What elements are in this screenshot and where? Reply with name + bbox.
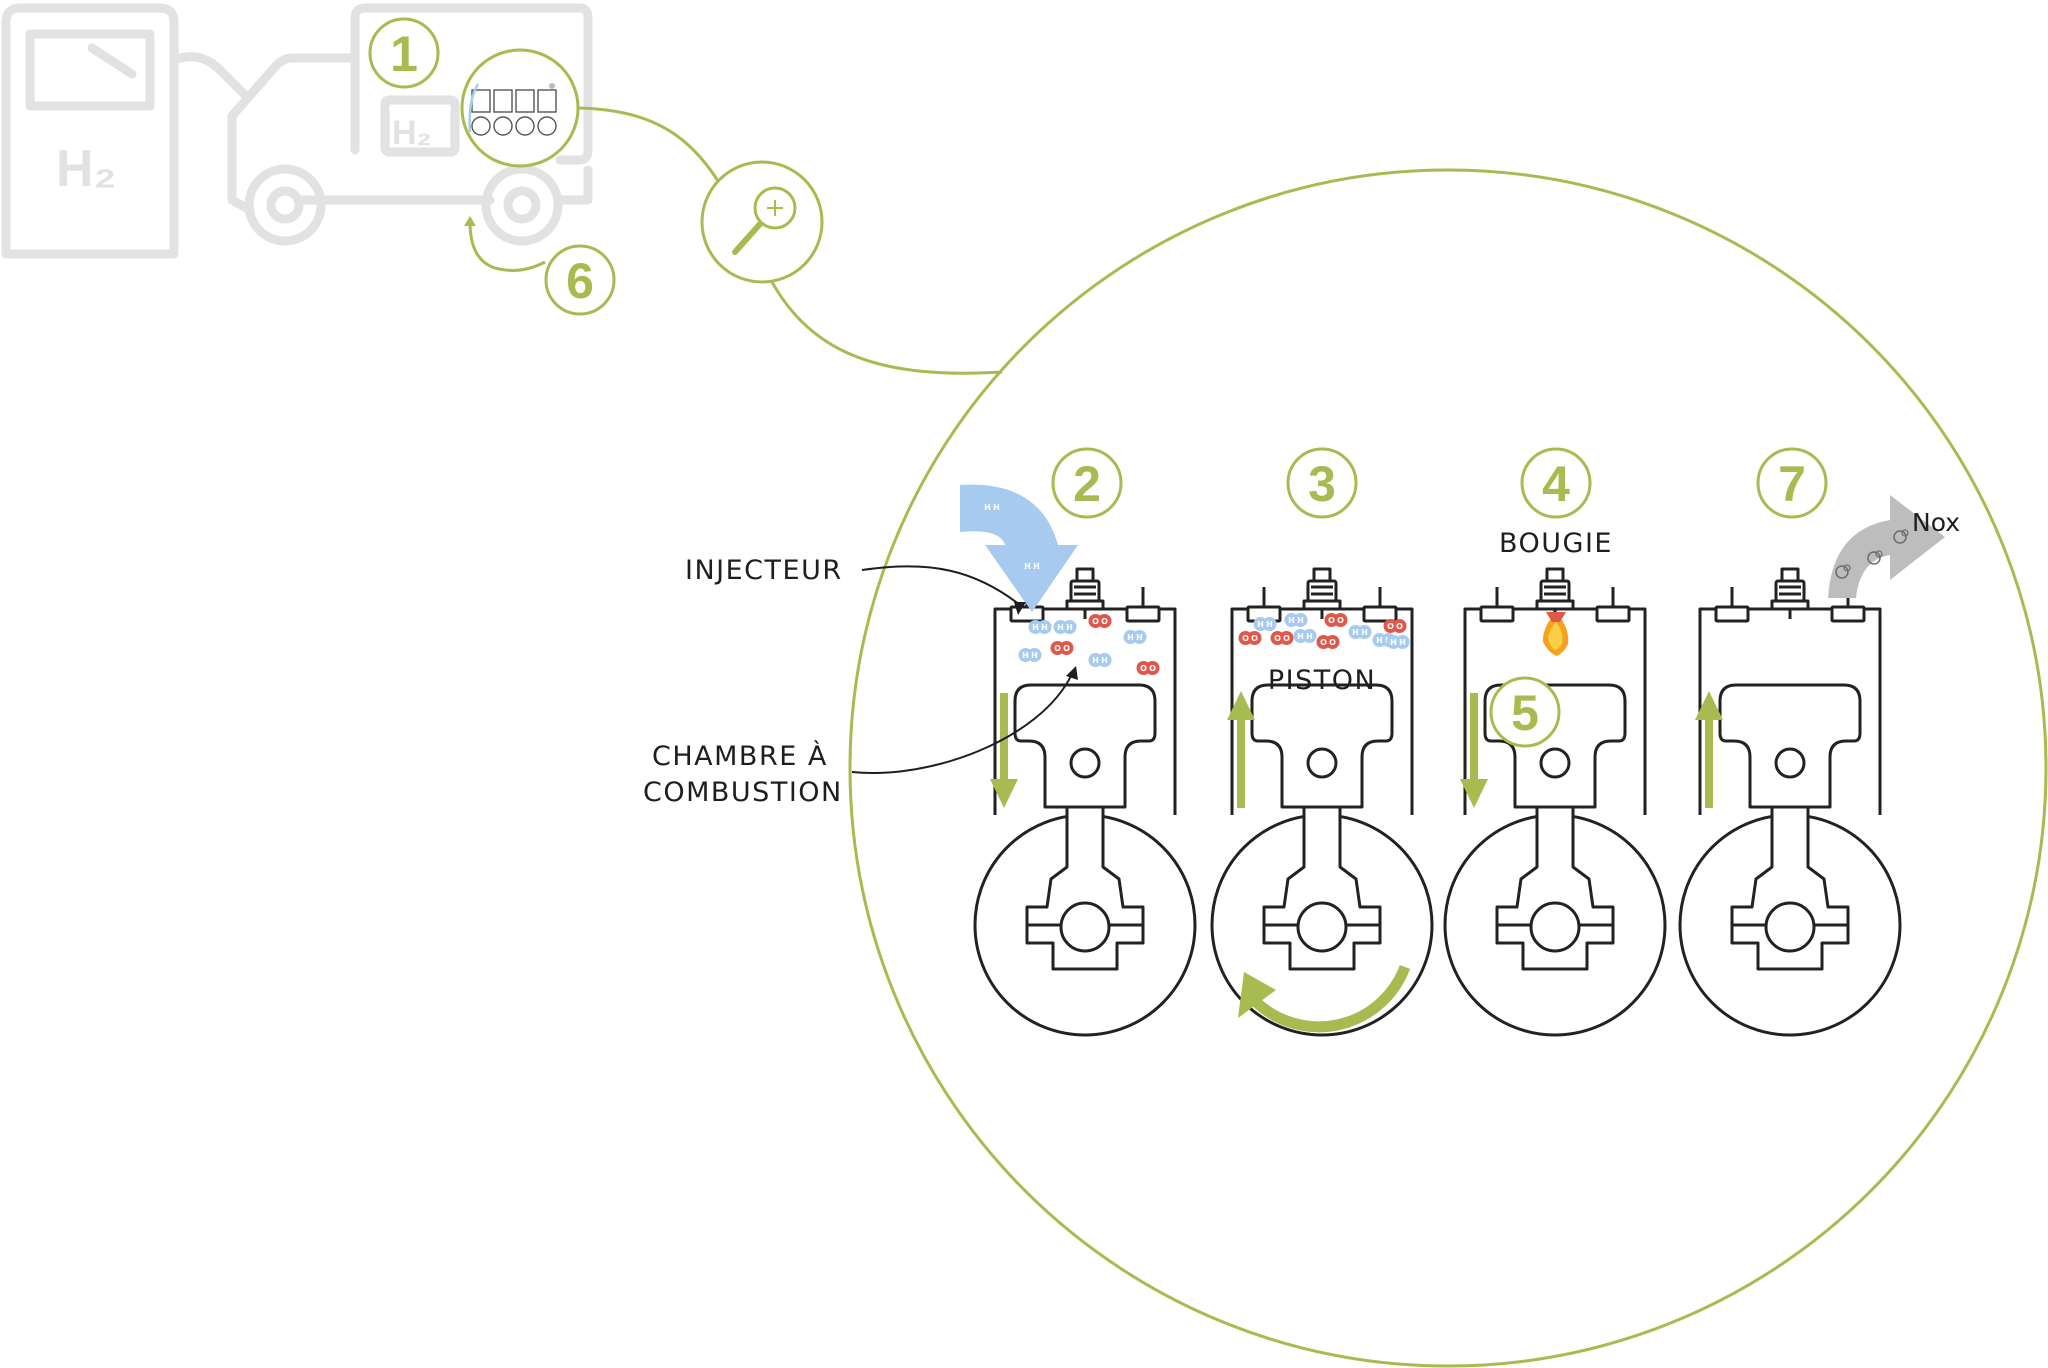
station-icon: H₂ [1,3,250,259]
exhaust-arrow [1828,495,1945,598]
engine-intake [973,567,1197,1037]
step-2-number: 2 [1073,456,1101,512]
exhaust-label: Nox [1912,508,1960,537]
spark-flame [1542,612,1569,656]
step-5-number: 5 [1511,685,1539,741]
step-1-number: 1 [390,26,418,82]
step-3-number: 3 [1308,456,1336,512]
injector-leader [861,565,1021,606]
chamber-leader [851,673,1073,774]
engine-thumbnail [460,48,580,168]
piston-motion-arrows [990,691,1723,808]
piston-label: PISTON [1268,665,1376,696]
intake-molecules [1018,614,1160,675]
truck-icon: H₂ [227,3,593,246]
return-arrow [468,221,546,272]
magnifier-icon [732,186,797,255]
engine-icon [468,83,557,136]
rotation-arrow [1252,965,1411,1033]
step-7-number: 7 [1778,456,1806,512]
truck-h2-label: H₂ [392,114,432,152]
chamber-label-line2: COMBUSTION [643,777,843,808]
step-6-number: 6 [566,253,594,309]
step-markers: 2 3 4 7 [1051,447,1828,519]
detail-zoom-circle [848,168,2048,1368]
spark-plug-label: BOUGIE [1499,528,1613,559]
station-h2-label: H₂ [56,140,117,198]
hydrogen-injection-arrow [960,484,1078,612]
step-4-number: 4 [1542,456,1570,512]
chamber-label-line1: CHAMBRE À [652,740,828,772]
injector-label: INJECTEUR [685,555,843,586]
